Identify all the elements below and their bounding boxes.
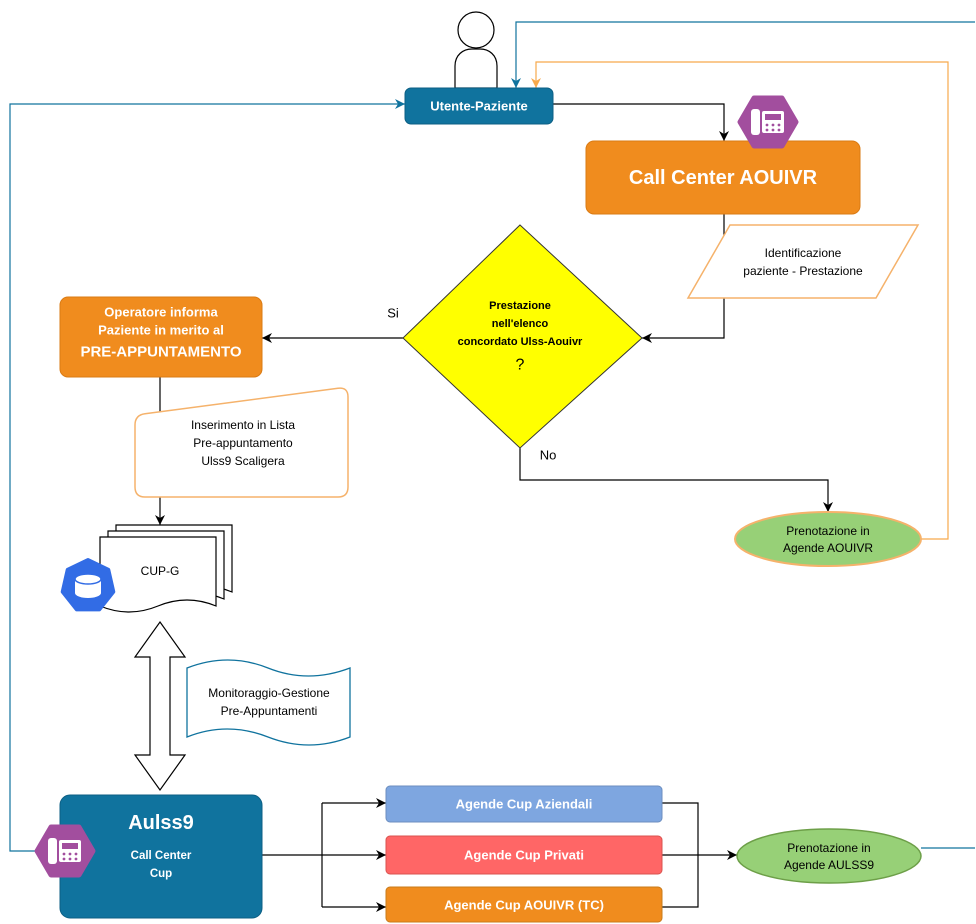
phone-icon-handset (48, 838, 57, 864)
node-operatore-line-1: Operatore informa (104, 305, 218, 320)
node-agende-cup-aouivr-tc: Agende Cup AOUIVR (TC) (385, 886, 663, 923)
node-inserimento-line-1: Inserimento in Lista (191, 418, 295, 432)
node-utente-paziente-label: Utente-Paziente (430, 99, 528, 114)
node-agende-cup-aziendali-box (385, 785, 663, 823)
edge-label-si: Si (387, 306, 399, 321)
phone-icon-keypad (62, 852, 78, 861)
phone-icon-keypad (765, 123, 781, 132)
database-icon (60, 558, 116, 612)
database-icon-cylinder-top (74, 573, 102, 585)
node-prenotazione-aulss9-line-1: Prenotazione in (787, 841, 870, 855)
edge-utente-to-callcenter (553, 103, 729, 141)
node-identificazione: Identificazione paziente - Prestazione (686, 224, 920, 299)
user-icon-body (454, 48, 498, 89)
node-inserimento-shape (134, 387, 349, 498)
node-aulss9: Aulss9 Call Center Cup (59, 794, 263, 919)
user-icon (454, 11, 498, 89)
edge-decision-no (519, 448, 833, 512)
node-decisione-diamond (402, 224, 643, 449)
edge-aulss9-to-utente (9, 99, 405, 852)
node-agende-cup-aouivr-tc-box (385, 886, 663, 923)
node-identificazione-shape (686, 224, 920, 299)
node-call-center-aouivr-box (585, 140, 861, 215)
node-monitoraggio: Monitoraggio-Gestione Pre-Appuntamenti (186, 659, 351, 746)
user-icon-head (457, 11, 495, 49)
node-agende-cup-aouivr-tc-label: Agende Cup AOUIVR (TC) (444, 898, 604, 913)
node-prenotazione-aouivr: Prenotazione in Agende AOUIVR (734, 511, 922, 567)
node-decisione-question-mark: ? (516, 357, 525, 374)
node-utente-paziente-box (404, 87, 554, 125)
phone-icon-handset (751, 109, 760, 135)
phone-icon-screen (62, 843, 78, 849)
node-inserimento-line-3: Ulss9 Scaligera (201, 454, 285, 468)
node-agende-cup-privati: Agende Cup Privati (385, 835, 663, 875)
node-aulss9-title: Aulss9 (128, 812, 194, 834)
node-operatore-line-3: PRE-APPUNTAMENTO (80, 344, 241, 361)
node-decisione-line-2: nell'elenco (492, 318, 549, 330)
node-call-center-aouivr: Call Center AOUIVR (585, 140, 861, 215)
node-monitoraggio-line-1: Monitoraggio-Gestione (208, 686, 330, 700)
node-operatore-box (59, 296, 263, 378)
node-cup-g-document-front (99, 536, 217, 613)
node-decisione-line-1: Prestazione (489, 300, 551, 312)
edge-return-teal-top (511, 21, 975, 88)
double-arrow-cupg-aulss9 (133, 620, 187, 792)
node-decisione-line-3: concordato Ulss-Aouivr (458, 336, 583, 348)
node-prenotazione-aouivr-line-2: Agende AOUIVR (783, 541, 873, 555)
node-agende-cup-privati-label: Agende Cup Privati (464, 848, 584, 863)
node-inserimento: Inserimento in Lista Pre-appuntamento Ul… (134, 387, 349, 498)
node-monitoraggio-line-2: Pre-Appuntamenti (221, 704, 318, 718)
node-operatore: Operatore informa Paziente in merito al … (59, 296, 263, 378)
node-aulss9-line-1: Call Center (131, 850, 192, 862)
node-identificazione-line-1: Identificazione (765, 246, 842, 260)
edge-label-no: No (540, 448, 557, 463)
node-agende-cup-aziendali-label: Agende Cup Aziendali (456, 797, 593, 812)
edge-return-orange-aouivr (531, 61, 949, 540)
node-monitoraggio-shape (186, 659, 351, 746)
node-prenotazione-aulss9-ellipse (736, 828, 922, 884)
node-aulss9-line-2: Cup (150, 868, 172, 880)
node-inserimento-line-2: Pre-appuntamento (193, 436, 293, 450)
node-prenotazione-aouivr-ellipse (734, 511, 922, 567)
node-decisione: Prestazione nell'elenco concordato Ulss-… (402, 224, 643, 449)
node-utente-paziente: Utente-Paziente (404, 87, 554, 125)
phone-icon-screen (765, 114, 781, 120)
node-agende-cup-aziendali: Agende Cup Aziendali (385, 785, 663, 823)
node-prenotazione-aouivr-line-1: Prenotazione in (786, 524, 869, 538)
node-call-center-aouivr-label: Call Center AOUIVR (629, 167, 818, 189)
node-prenotazione-aulss9-line-2: Agende AULSS9 (784, 858, 874, 872)
node-prenotazione-aulss9: Prenotazione in Agende AULSS9 (736, 828, 922, 884)
phone-icon (737, 95, 799, 149)
node-cup-g: CUP-G (99, 524, 233, 613)
node-operatore-line-2: Paziente in merito al (98, 323, 224, 338)
phone-icon (34, 824, 96, 878)
node-agende-cup-privati-box (385, 835, 663, 875)
node-identificazione-line-2: paziente - Prestazione (743, 264, 863, 278)
node-cup-g-label: CUP-G (141, 564, 180, 578)
